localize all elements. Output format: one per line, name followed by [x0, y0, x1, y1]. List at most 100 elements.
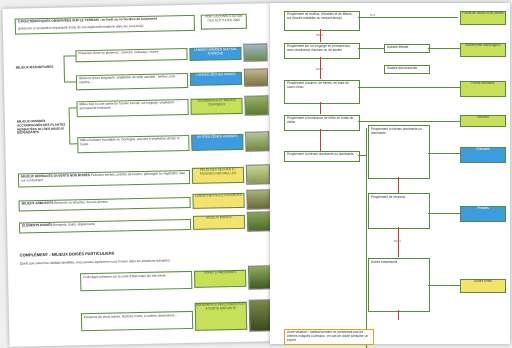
row2-out1-label[interactable]: TOURBIÈRES ET MARAIS TOURBEUX	[197, 97, 236, 107]
connector	[68, 107, 70, 144]
row1-desc1: Présence d'une ou plusieurs : sources, r…	[78, 49, 159, 56]
photo-ancient-forest	[247, 265, 273, 290]
connector	[320, 102, 321, 114]
row2-desc2-box: Milieu herbacé inondable en montagne, so…	[77, 134, 190, 154]
extra2-box: Présence de vieux arbres, d'arbres morts…	[80, 310, 194, 332]
step1-no: NON	[316, 33, 323, 37]
step6-box: Peuplement de résineux	[368, 193, 430, 229]
step3-out-label[interactable]: Forêts alluviales	[471, 81, 495, 85]
step3-box: Peuplement d'aulnes, de frênes, en bord …	[284, 80, 360, 104]
connector	[358, 48, 384, 49]
extra1-box: Forêt âgée présente sur la carte d'état-…	[80, 270, 193, 292]
step4-out-label[interactable]: Hêtraies	[477, 115, 489, 119]
step3-out[interactable]: Forêts alluviales	[460, 81, 506, 97]
step1-out[interactable]: Forêts de ravins et de pentes	[460, 11, 506, 25]
extra1-desc: Forêt âgée présente sur la carte d'état-…	[83, 273, 166, 280]
row5-label: ÉLÉMENTS BOISÉS	[21, 222, 53, 228]
row1-desc2-box: Absence d'eau stagnante, végétation de t…	[75, 72, 189, 91]
connector	[398, 310, 399, 320]
row1-label: MILIEUX MAJORITAIRES	[15, 64, 54, 70]
photo-bog	[244, 95, 269, 116]
step7-out[interactable]: Autres forêts	[460, 279, 506, 293]
row2-out2[interactable]: AUTRES ZONES HUMIDES	[191, 133, 244, 151]
step2-mid2-box: Saulaie arborescente	[384, 65, 430, 74]
row3-out1-label[interactable]: PELOUSES SÈCHES ET PRAIRIES NATURELLES	[199, 166, 237, 176]
row3-box: MILIEUX HERBACÉS OUVERTS NON BOISÉS Pelo…	[17, 169, 191, 188]
row5-out1-label[interactable]: MILIEUX BOISÉS	[206, 215, 232, 220]
step4-question: Peuplement à dominance de hêtre en fonds…	[287, 116, 354, 124]
step5-detail: Peuplement à chênes dominants ou dominan…	[371, 127, 422, 135]
step7-question: Autres boisements	[371, 260, 398, 264]
photo-grassland	[245, 164, 271, 185]
photo-wet-meadow	[243, 43, 268, 62]
connector	[358, 155, 366, 156]
row5-out1[interactable]: MILIEUX BOISÉS	[192, 214, 246, 230]
step2-out[interactable]: Boisements marécageux	[460, 43, 506, 57]
step6-question: Peuplement de résineux	[371, 195, 406, 199]
step5-out-label[interactable]: Chênaies	[476, 147, 490, 151]
row4-box: MILIEUX ARBUSTIFS Buissons ou arbustes, …	[18, 196, 191, 212]
row2-out2-label[interactable]: AUTRES ZONES HUMIDES	[196, 133, 238, 139]
extra2-out-label[interactable]: BOISEMENTS VIEILLISSANTS ET À FORTE MATU…	[195, 301, 246, 311]
row1-out1[interactable]: LANDES HUMIDES SUR SOL ÉTANCHE	[189, 46, 242, 61]
row1-out1-label[interactable]: LANDES HUMIDES SUR SOL ÉTANCHE	[193, 46, 238, 56]
step5-box: Peuplement à chênes dominants ou dominan…	[284, 151, 360, 162]
row2-out1[interactable]: TOURBIÈRES ET MARAIS TOURBEUX	[190, 97, 243, 115]
row5-text: ÉLÉMENTS BOISÉS Bosquets, haies, alignem…	[22, 221, 188, 228]
connector	[63, 55, 76, 57]
photo-woodland	[246, 211, 272, 232]
connector	[63, 55, 65, 82]
connector	[428, 153, 460, 154]
connector	[68, 107, 77, 109]
row4-out1-label[interactable]: LANDES MIXTES ET FOURRÉS	[194, 192, 242, 198]
connector	[366, 128, 367, 348]
photo-dry-heath	[243, 68, 269, 87]
step2-mid: Aulnaie-frênaie	[387, 45, 409, 49]
footer-box: Autre situation : habitat forestier ne p…	[284, 329, 374, 345]
row4-desc1: Buissons ou arbustes, fourrés denses	[54, 199, 108, 205]
step4-out[interactable]: Hêtraies	[460, 115, 506, 127]
connector	[428, 213, 460, 214]
header-sub-text: (présence en proportion importante d'une…	[17, 23, 144, 31]
connector	[398, 177, 399, 193]
connector	[398, 227, 399, 257]
connector	[358, 121, 460, 122]
row5-desc1: Bosquets, haies, alignements	[53, 221, 95, 227]
step1-box: Peuplement de feuillus, d'érables et de …	[284, 11, 360, 31]
row1-desc2: Absence d'eau stagnante, végétation de t…	[78, 74, 177, 85]
header-link-text[interactable]: VOIR LA CONSULTATION DES ALTITUDES 2000	[204, 13, 243, 23]
step6-out-label[interactable]: Pinèdes	[477, 206, 489, 210]
step7-out-label[interactable]: Autres forêts	[473, 279, 493, 283]
row2-desc1: Milieu tout ou une partie de l'année ino…	[79, 100, 175, 111]
section2-subtitle: Quels que soient les habitats identifiés…	[19, 258, 172, 266]
extra2-out[interactable]: BOISEMENTS VIEILLISSANTS ET À FORTE MATU…	[194, 301, 248, 331]
header-link-box[interactable]: VOIR LA CONSULTATION DES ALTITUDES 2000	[200, 13, 247, 30]
step2-mid-box: Aulnaie-frênaie	[384, 44, 430, 53]
row2-desc1-box: Milieu tout ou une partie de l'année ino…	[76, 98, 189, 118]
step3-question: Peuplement d'aulnes, de frênes, en bord …	[287, 81, 349, 89]
row4-out1[interactable]: LANDES MIXTES ET FOURRÉS	[192, 192, 245, 209]
connector	[69, 143, 78, 145]
step2-no: NON	[316, 67, 323, 71]
step5-detail-box: Peuplement à chênes dominants ou dominan…	[368, 125, 430, 179]
connector	[428, 48, 460, 49]
row1-out2[interactable]: LANDES SÈCHES ACIDES	[189, 71, 243, 86]
connector	[320, 57, 321, 79]
connector	[358, 17, 458, 18]
row4-label: MILIEUX ARBUSTIFS	[21, 200, 54, 206]
step5-question: Peuplement à chênes dominants ou dominan…	[287, 152, 354, 156]
step1-out-label[interactable]: Forêts de ravins et de pentes	[462, 11, 504, 15]
photo-shrubland	[246, 189, 271, 210]
row1-out2-label[interactable]: LANDES SÈCHES ACIDES	[196, 71, 236, 77]
extra1-out[interactable]: FORÊTS ANCIENNES	[194, 269, 247, 288]
step2-out-label[interactable]: Boisements marécageux	[465, 43, 501, 47]
connector	[320, 29, 321, 42]
step5-out[interactable]: Chênaies	[460, 147, 506, 163]
step2-mid2: Saulaie arborescente	[387, 66, 418, 70]
extra2-desc: Présence de vieux arbres, d'arbres morts…	[83, 313, 178, 320]
extra1-out-label[interactable]: FORÊTS ANCIENNES	[203, 270, 237, 275]
step6-out[interactable]: Pinèdes	[460, 206, 506, 222]
row3-out1[interactable]: PELOUSES SÈCHES ET PRAIRIES NATURELLES	[191, 166, 245, 184]
header-main-text: CARACTÉRISTIQUES OBSERVÉES SUR LE TERRAI…	[17, 16, 158, 24]
step2-box: Peuplement sur sol engorgé en permanence…	[284, 43, 360, 59]
